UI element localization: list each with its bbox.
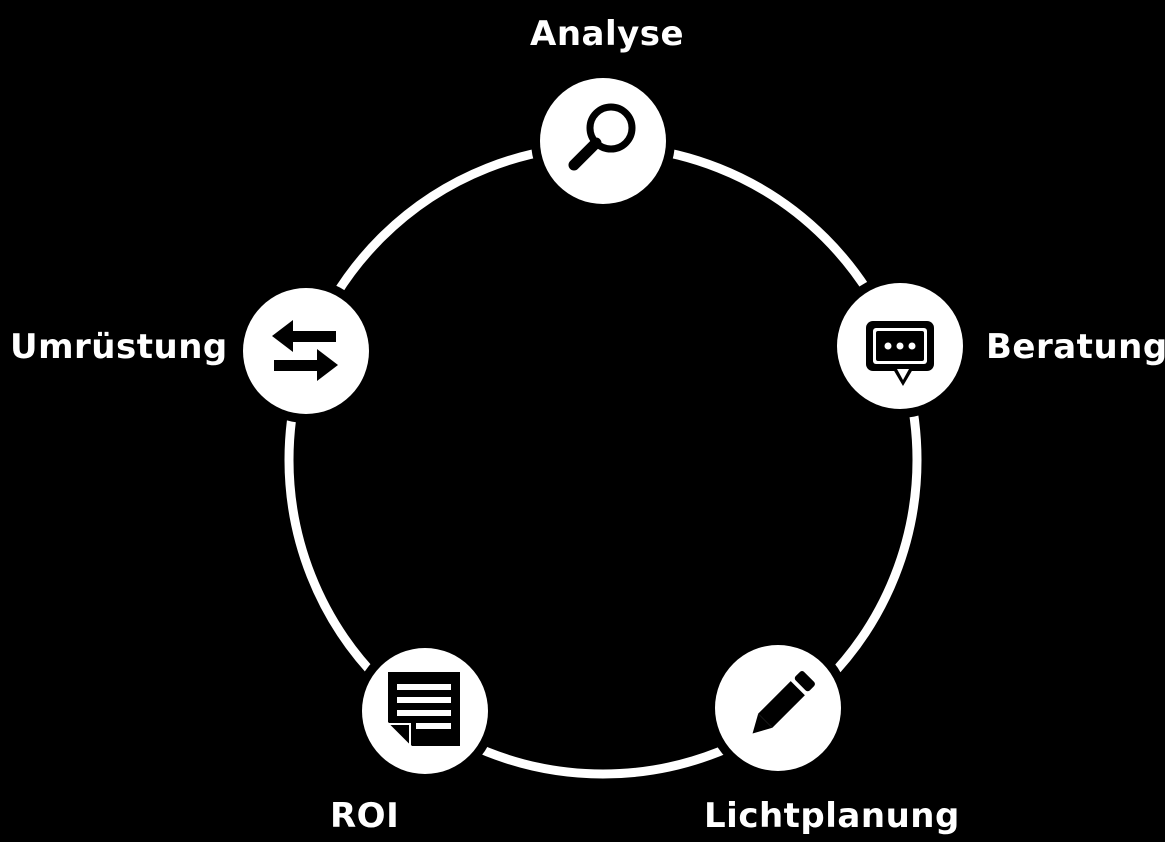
step-label-lichtplanung: Lichtplanung <box>704 796 960 836</box>
step-label-umruestung: Umrüstung <box>10 327 228 367</box>
step-label-analyse: Analyse <box>530 14 685 54</box>
step-node-analyse <box>531 69 675 213</box>
magnifier-icon <box>568 103 636 171</box>
step-node-lichtplanung <box>706 636 850 780</box>
step-label-roi: ROI <box>330 796 400 836</box>
step-node-roi <box>353 639 497 783</box>
speech-bubble-icon <box>866 321 934 386</box>
document-icon <box>385 672 460 749</box>
step-node-umruestung <box>234 279 378 423</box>
step-node-beratung <box>828 274 972 418</box>
step-label-beratung: Beratung <box>986 327 1165 367</box>
pencil-icon <box>752 671 815 734</box>
exchange-arrows-icon <box>272 320 338 381</box>
